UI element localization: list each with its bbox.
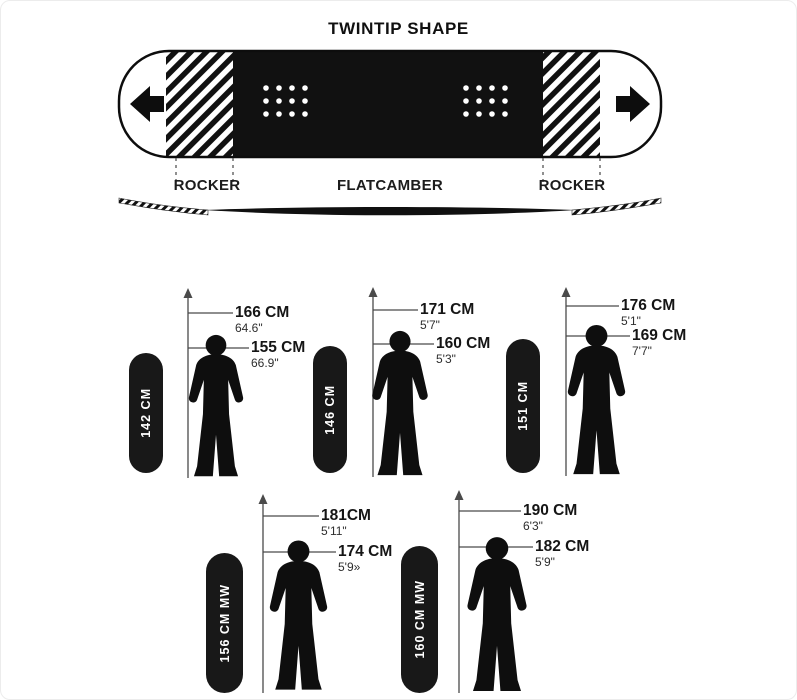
person-silhouette bbox=[372, 330, 428, 476]
zone-label-flatcamber: FLATCAMBER bbox=[336, 177, 444, 194]
up-arrow-icon bbox=[258, 494, 268, 504]
height-min-imperial: 5'9» bbox=[338, 559, 361, 574]
up-arrow-icon bbox=[561, 287, 571, 297]
up-arrow-icon bbox=[183, 288, 193, 298]
height-max-imperial: 64.6" bbox=[235, 320, 263, 335]
height-max: 181CM 5'11" bbox=[321, 507, 371, 539]
height-min-imperial: 7'7" bbox=[632, 343, 652, 358]
height-max-cm: 176 CM bbox=[621, 297, 676, 314]
height-max-cm: 166 CM bbox=[235, 304, 290, 321]
height-max: 171 CM 5'7" bbox=[420, 301, 474, 333]
height-min-imperial: 5'9" bbox=[535, 554, 555, 569]
snowboard: 156 CM MW bbox=[206, 553, 243, 693]
snowboard-length-label: 151 CM bbox=[516, 381, 530, 431]
height-max: 166 CM 64.6" bbox=[235, 304, 289, 336]
snowboard-length-label: 146 CM bbox=[323, 384, 337, 435]
rocker-zone-left bbox=[166, 51, 233, 157]
height-max-imperial: 6'3" bbox=[523, 518, 543, 533]
rocker-zone-right bbox=[543, 51, 600, 157]
side-flatcamber bbox=[204, 207, 576, 216]
size-figure-156: 156 CM MW 181CM 5'11" 174 CM 5'9» bbox=[196, 486, 401, 698]
snowboard-top-view bbox=[117, 49, 663, 182]
height-max: 176 CM 5'1" bbox=[621, 297, 675, 329]
height-min: 169 CM 7'7" bbox=[632, 327, 686, 359]
height-min-imperial: 66.9" bbox=[251, 355, 279, 370]
zone-labels: ROCKER FLATCAMBER ROCKER bbox=[116, 177, 664, 197]
board-outline-stroke bbox=[117, 49, 663, 159]
zone-label-rocker-right: ROCKER bbox=[538, 177, 606, 194]
height-max-cm: 181CM bbox=[321, 507, 371, 524]
height-min: 174 CM 5'9» bbox=[338, 543, 392, 575]
up-arrow-icon bbox=[454, 490, 464, 500]
height-min-cm: 155 CM bbox=[251, 339, 306, 356]
left-arrow-icon bbox=[130, 86, 164, 122]
snowboard: 151 CM bbox=[506, 339, 540, 473]
size-figure-160: 160 CM MW 190 CM 6'3" 182 CM 5'9" bbox=[391, 486, 596, 698]
side-rocker-left bbox=[118, 197, 209, 216]
height-max: 190 CM 6'3" bbox=[523, 502, 577, 534]
snowboard-length-label: 142 CM bbox=[139, 388, 153, 438]
height-max-cm: 190 CM bbox=[523, 502, 578, 519]
height-max-imperial: 5'1" bbox=[621, 313, 641, 328]
person-silhouette bbox=[567, 324, 626, 475]
person-silhouette bbox=[188, 334, 244, 477]
up-arrow-icon bbox=[368, 287, 378, 297]
right-arrow-icon bbox=[616, 86, 650, 122]
page-title: TWINTIP SHAPE bbox=[328, 19, 469, 38]
person-silhouette bbox=[467, 537, 527, 691]
measure-lines bbox=[258, 494, 336, 693]
measure-lines bbox=[183, 288, 249, 478]
snowboard: 160 CM MW bbox=[401, 546, 438, 693]
height-min-imperial: 5'3" bbox=[436, 351, 456, 366]
snowboard: 146 CM bbox=[313, 346, 347, 473]
size-figure-151: 151 CM 176 CM 5'1" 169 CM 7'7" bbox=[499, 286, 694, 486]
height-min: 182 CM 5'9" bbox=[535, 538, 589, 570]
person-silhouette bbox=[269, 540, 328, 690]
height-max-imperial: 5'11" bbox=[321, 523, 347, 538]
height-min-cm: 174 CM bbox=[338, 543, 393, 560]
snowboard-side-profile bbox=[118, 197, 662, 216]
height-max-cm: 171 CM bbox=[420, 301, 475, 318]
size-figure-142: 142 CM 166 CM 64.6" 155 CM 66.9" bbox=[121, 286, 311, 486]
zone-label-rocker-left: ROCKER bbox=[173, 177, 241, 194]
flatcamber-zone bbox=[233, 51, 543, 157]
snowboard-length-label: 156 CM MW bbox=[217, 583, 232, 663]
height-max-imperial: 5'7" bbox=[420, 317, 440, 332]
snowboard: 142 CM bbox=[129, 353, 163, 473]
height-min-cm: 169 CM bbox=[632, 327, 687, 344]
height-min-cm: 160 CM bbox=[436, 335, 491, 352]
side-rocker-right bbox=[571, 197, 662, 216]
height-min: 155 CM 66.9" bbox=[251, 339, 305, 371]
measure-lines bbox=[561, 287, 630, 476]
height-min-cm: 182 CM bbox=[535, 538, 590, 555]
insert-dots-front bbox=[263, 85, 308, 117]
height-min: 160 CM 5'3" bbox=[436, 335, 490, 367]
insert-dots-back bbox=[463, 85, 508, 117]
snowboard-length-label: 160 CM MW bbox=[412, 580, 427, 659]
size-figure-146: 146 CM 171 CM 5'7" 160 CM 5'3" bbox=[306, 286, 496, 486]
